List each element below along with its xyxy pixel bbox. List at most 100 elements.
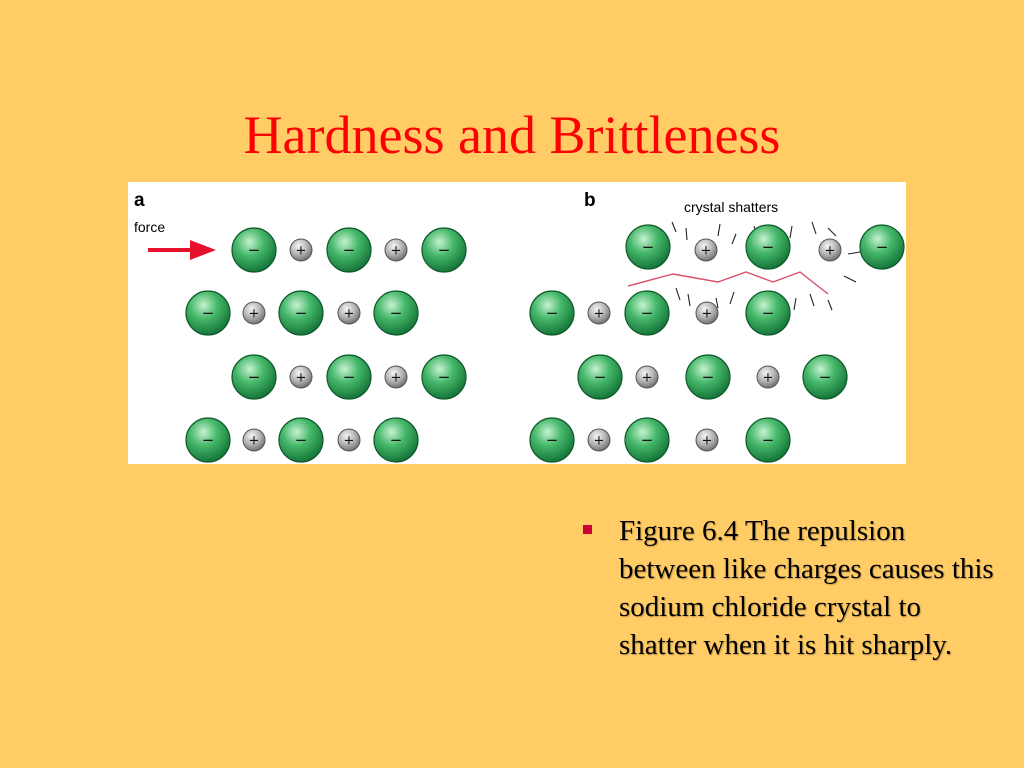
anion-sign: − [202, 431, 215, 449]
anion-sign: − [762, 238, 775, 256]
cation-sphere: + [289, 238, 313, 262]
anion-sign: − [202, 304, 215, 322]
shatter-tick [809, 293, 815, 307]
anion-sign: − [762, 304, 775, 322]
anion-sign: − [438, 241, 451, 259]
cation-sign: + [249, 434, 260, 449]
cation-sign: + [296, 371, 307, 386]
anion-sphere: − [185, 417, 231, 463]
anion-sphere: − [624, 417, 670, 463]
panel-b-label: b [584, 190, 596, 211]
shatter-tick [843, 275, 857, 283]
ion-lattice: − + − + − − + − + − − + − + − − + − + − − + − + − − + − + − − + − + − − + − + − [185, 224, 905, 463]
anion-sign: − [390, 431, 403, 449]
shatter-tick [827, 227, 837, 237]
cation-sign: + [296, 244, 307, 259]
cation-sphere: + [242, 428, 266, 452]
anion-sign: − [702, 368, 715, 386]
crystal-diagram: a force b crystal shatters −+−+−−+−+−−+−… [134, 190, 905, 463]
force-arrow-icon [148, 240, 216, 260]
anion-sphere: − [802, 354, 848, 400]
shatter-tick [811, 221, 817, 235]
shatter-tick [717, 223, 721, 237]
anion-sign: − [438, 368, 451, 386]
cation-sphere: + [289, 365, 313, 389]
cation-sphere: + [695, 428, 719, 452]
anion-sphere: − [421, 354, 467, 400]
anion-sphere: − [373, 290, 419, 336]
square-bullet-icon [583, 525, 592, 534]
anion-sphere: − [625, 224, 671, 270]
shatter-tick [793, 297, 797, 311]
anion-sign: − [295, 431, 308, 449]
shatter-tick [687, 293, 691, 307]
cation-sign: + [249, 307, 260, 322]
cation-sphere: + [587, 301, 611, 325]
anion-sphere: − [326, 354, 372, 400]
cation-sign: + [763, 371, 774, 386]
anion-sphere: − [859, 224, 905, 270]
cation-sign: + [594, 307, 605, 322]
cation-sign: + [391, 371, 402, 386]
figure-caption: Figure 6.4 The repulsion between like ch… [619, 515, 994, 661]
cation-sphere: + [635, 365, 659, 389]
anion-sphere: − [231, 354, 277, 400]
anion-sign: − [641, 304, 654, 322]
cation-sphere: + [694, 238, 718, 262]
panel-a-label: a [134, 190, 145, 211]
anion-sign: − [248, 368, 261, 386]
anion-sign: − [390, 304, 403, 322]
cation-sphere: + [756, 365, 780, 389]
anion-sign: − [641, 431, 654, 449]
anion-sphere: − [278, 290, 324, 336]
cation-sign: + [825, 244, 836, 259]
shatter-tick [675, 287, 681, 301]
cation-sign: + [701, 244, 712, 259]
anion-sphere: − [278, 417, 324, 463]
anion-sphere: − [231, 227, 277, 273]
shatter-tick [827, 299, 833, 311]
anion-sphere: − [685, 354, 731, 400]
cation-sphere: + [384, 365, 408, 389]
shatter-tick [729, 291, 735, 305]
caption-bullet: Figure 6.4 The repulsion between like ch… [578, 512, 998, 664]
cation-sign: + [391, 244, 402, 259]
cation-sign: + [344, 434, 355, 449]
anion-sign: − [594, 368, 607, 386]
shatter-label: crystal shatters [684, 199, 778, 215]
anion-sign: − [295, 304, 308, 322]
cation-sphere: + [337, 428, 361, 452]
cation-sign: + [702, 434, 713, 449]
crystal-figure: a force b crystal shatters −+−+−−+−+−−+−… [128, 182, 906, 464]
force-label: force [134, 219, 165, 235]
cation-sphere: + [242, 301, 266, 325]
anion-sign: − [546, 431, 559, 449]
cation-sphere: + [337, 301, 361, 325]
shatter-tick [789, 225, 793, 239]
anion-sphere: − [745, 290, 791, 336]
anion-sign: − [876, 238, 889, 256]
anion-sign: − [343, 241, 356, 259]
cation-sign: + [702, 307, 713, 322]
cation-sphere: + [587, 428, 611, 452]
anion-sphere: − [326, 227, 372, 273]
anion-sign: − [546, 304, 559, 322]
anion-sphere: − [577, 354, 623, 400]
shatter-tick [847, 251, 861, 255]
cation-sphere: + [818, 238, 842, 262]
cation-sign: + [344, 307, 355, 322]
anion-sphere: − [185, 290, 231, 336]
anion-sign: − [248, 241, 261, 259]
anion-sign: − [762, 431, 775, 449]
anion-sphere: − [745, 224, 791, 270]
shatter-tick [671, 221, 677, 233]
anion-sign: − [819, 368, 832, 386]
crack-line [627, 271, 829, 295]
shatter-tick [685, 227, 688, 241]
anion-sphere: − [624, 290, 670, 336]
anion-sphere: − [529, 417, 575, 463]
cation-sphere: + [384, 238, 408, 262]
shatter-tick [715, 297, 719, 309]
anion-sphere: − [421, 227, 467, 273]
anion-sign: − [343, 368, 356, 386]
